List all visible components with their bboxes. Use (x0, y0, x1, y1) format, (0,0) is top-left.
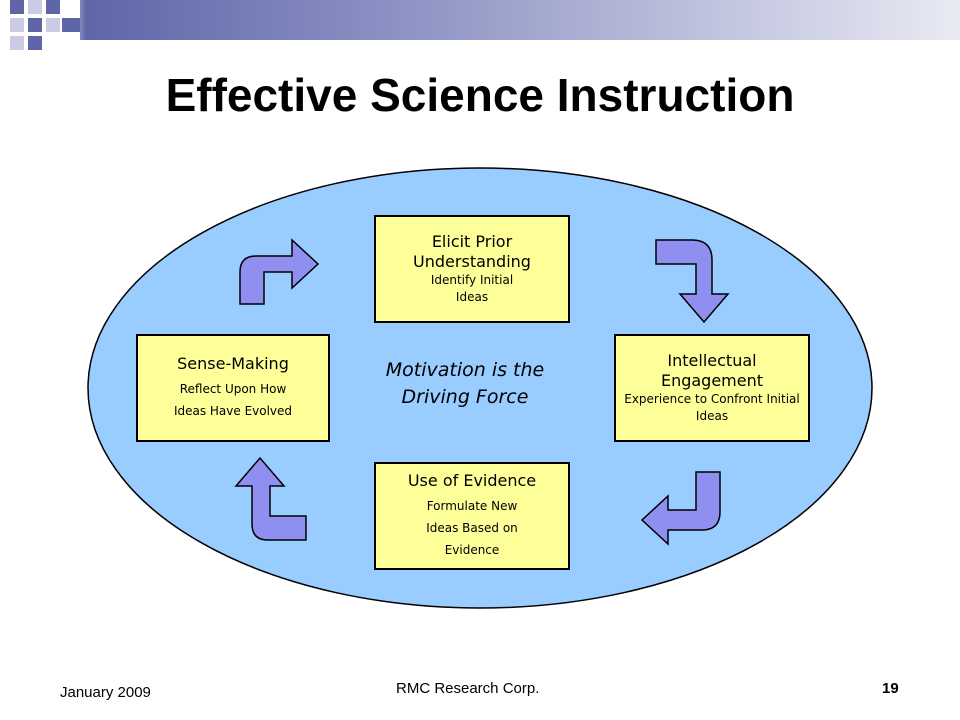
box-title: Elicit Prior Understanding (413, 232, 531, 271)
center-motivation-text: Motivation is the Driving Force (360, 357, 570, 411)
elicit-prior-understanding-box: Elicit Prior Understanding Identify Init… (374, 215, 570, 323)
page-number: 19 (882, 680, 899, 697)
arrow-down-left-icon (640, 471, 721, 546)
box-subtitle: Formulate New Ideas Based on Evidence (426, 499, 518, 557)
use-of-evidence-box: Use of Evidence Formulate New Ideas Base… (374, 462, 570, 570)
arrow-up-right-icon (239, 238, 320, 305)
footer-date: January 2009 (60, 684, 151, 701)
corner-squares-decoration (0, 0, 80, 60)
box-subtitle: Reflect Upon How Ideas Have Evolved (173, 382, 293, 418)
box-title: Use of Evidence (407, 471, 537, 490)
footer-company: RMC Research Corp. (396, 680, 540, 697)
slide-title: Effective Science Instruction (165, 69, 795, 121)
header-gradient-bar (0, 0, 960, 40)
center-line-1: Motivation is the (385, 359, 545, 381)
arrow-right-down-icon (655, 239, 730, 324)
arrow-left-up-icon (234, 456, 307, 541)
sense-making-box: Sense-Making Reflect Upon How Ideas Have… (136, 334, 330, 442)
background-ellipse (87, 167, 873, 609)
box-subtitle: Identify Initial Ideas (430, 273, 514, 304)
box-title: Sense-Making (177, 354, 289, 373)
intellectual-engagement-box: Intellectual Engagement Experience to Co… (614, 334, 810, 442)
box-title: Intellectual Engagement (660, 351, 764, 390)
center-line-2: Driving Force (401, 386, 529, 408)
box-subtitle: Experience to Confront Initial Ideas (624, 392, 800, 423)
